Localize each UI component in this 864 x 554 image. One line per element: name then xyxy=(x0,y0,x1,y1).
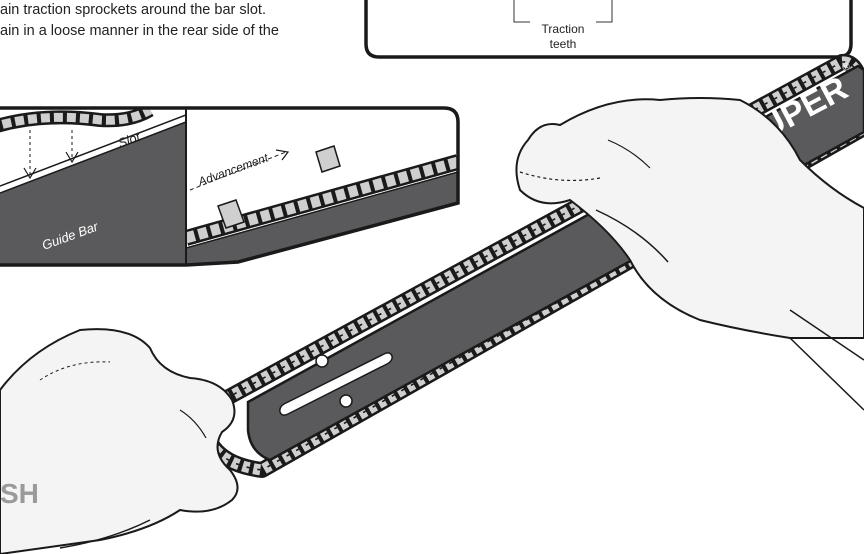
detail-inset: Slot Guide Bar Advancement xyxy=(0,108,458,265)
bar-rivet xyxy=(340,395,352,407)
traction-teeth-label-line2: teeth xyxy=(550,37,577,51)
bar-rivet xyxy=(316,355,328,367)
traction-teeth-callout: Traction teeth xyxy=(366,0,851,57)
traction-teeth-label-line1: Traction xyxy=(542,22,585,36)
left-glove xyxy=(0,329,238,554)
section-heading-fragment: SH xyxy=(0,478,39,509)
